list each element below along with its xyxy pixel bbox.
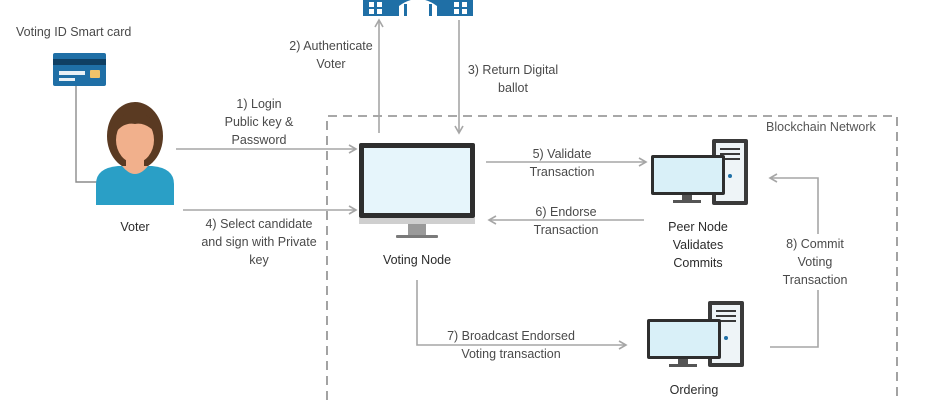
svg-text:5) Validate: 5) Validate xyxy=(533,147,592,161)
peer-node-label-1: Peer Node xyxy=(668,220,728,234)
svg-text:key: key xyxy=(249,253,269,267)
blockchain-network-label: Blockchain Network xyxy=(766,120,877,134)
svg-text:Password: Password xyxy=(232,133,287,147)
svg-text:Transaction: Transaction xyxy=(534,223,599,237)
step-7-label: 7) Broadcast Endorsed Voting transaction xyxy=(447,329,575,361)
card-connector-line xyxy=(75,86,100,183)
svg-text:Voter: Voter xyxy=(316,57,345,71)
svg-text:and sign with Private: and sign with Private xyxy=(201,235,316,249)
person-icon xyxy=(96,102,174,205)
ordering-label: Ordering xyxy=(670,383,719,397)
step-5-label: 5) Validate Transaction xyxy=(530,147,595,179)
svg-text:1) Login: 1) Login xyxy=(236,97,281,111)
svg-text:4) Select candidate: 4) Select candidate xyxy=(205,217,312,231)
svg-text:Voting: Voting xyxy=(798,255,833,269)
voting-node-label: Voting Node xyxy=(383,253,451,267)
svg-text:3) Return Digital: 3) Return Digital xyxy=(468,63,558,77)
arrow-broadcast xyxy=(416,280,628,350)
step-8-label: 8) Commit Voting Transaction xyxy=(777,234,859,290)
voter-label: Voter xyxy=(120,220,149,234)
smart-card-label: Voting ID Smart card xyxy=(16,25,131,39)
svg-text:Voting transaction: Voting transaction xyxy=(461,347,560,361)
svg-text:Transaction: Transaction xyxy=(783,273,848,287)
ordering-desktop-computer-icon xyxy=(647,301,744,367)
blockchain-network-border xyxy=(326,115,898,400)
step-4-label: 4) Select candidate and sign with Privat… xyxy=(201,217,316,267)
peer-node-label-3: Commits xyxy=(673,256,722,270)
peer-node-label-2: Validates xyxy=(673,238,724,252)
smart-card-icon xyxy=(53,53,106,86)
svg-text:6) Endorse: 6) Endorse xyxy=(535,205,596,219)
svg-text:2) Authenticate: 2) Authenticate xyxy=(289,39,372,53)
svg-text:Public key &: Public key & xyxy=(225,115,294,129)
peer-desktop-computer-icon xyxy=(651,139,748,205)
svg-text:ballot: ballot xyxy=(498,81,528,95)
step-6-label: 6) Endorse Transaction xyxy=(534,205,599,237)
monitor-icon xyxy=(359,143,475,238)
step-1-label: 1) Login Public key & Password xyxy=(225,97,294,147)
svg-text:8) Commit: 8) Commit xyxy=(786,237,844,251)
svg-text:Transaction: Transaction xyxy=(530,165,595,179)
svg-text:7) Broadcast Endorsed: 7) Broadcast Endorsed xyxy=(447,329,575,343)
step-2-label: 2) Authenticate Voter xyxy=(289,39,372,71)
step-3-label: 3) Return Digital ballot xyxy=(468,63,558,95)
government-building-icon xyxy=(363,0,473,16)
